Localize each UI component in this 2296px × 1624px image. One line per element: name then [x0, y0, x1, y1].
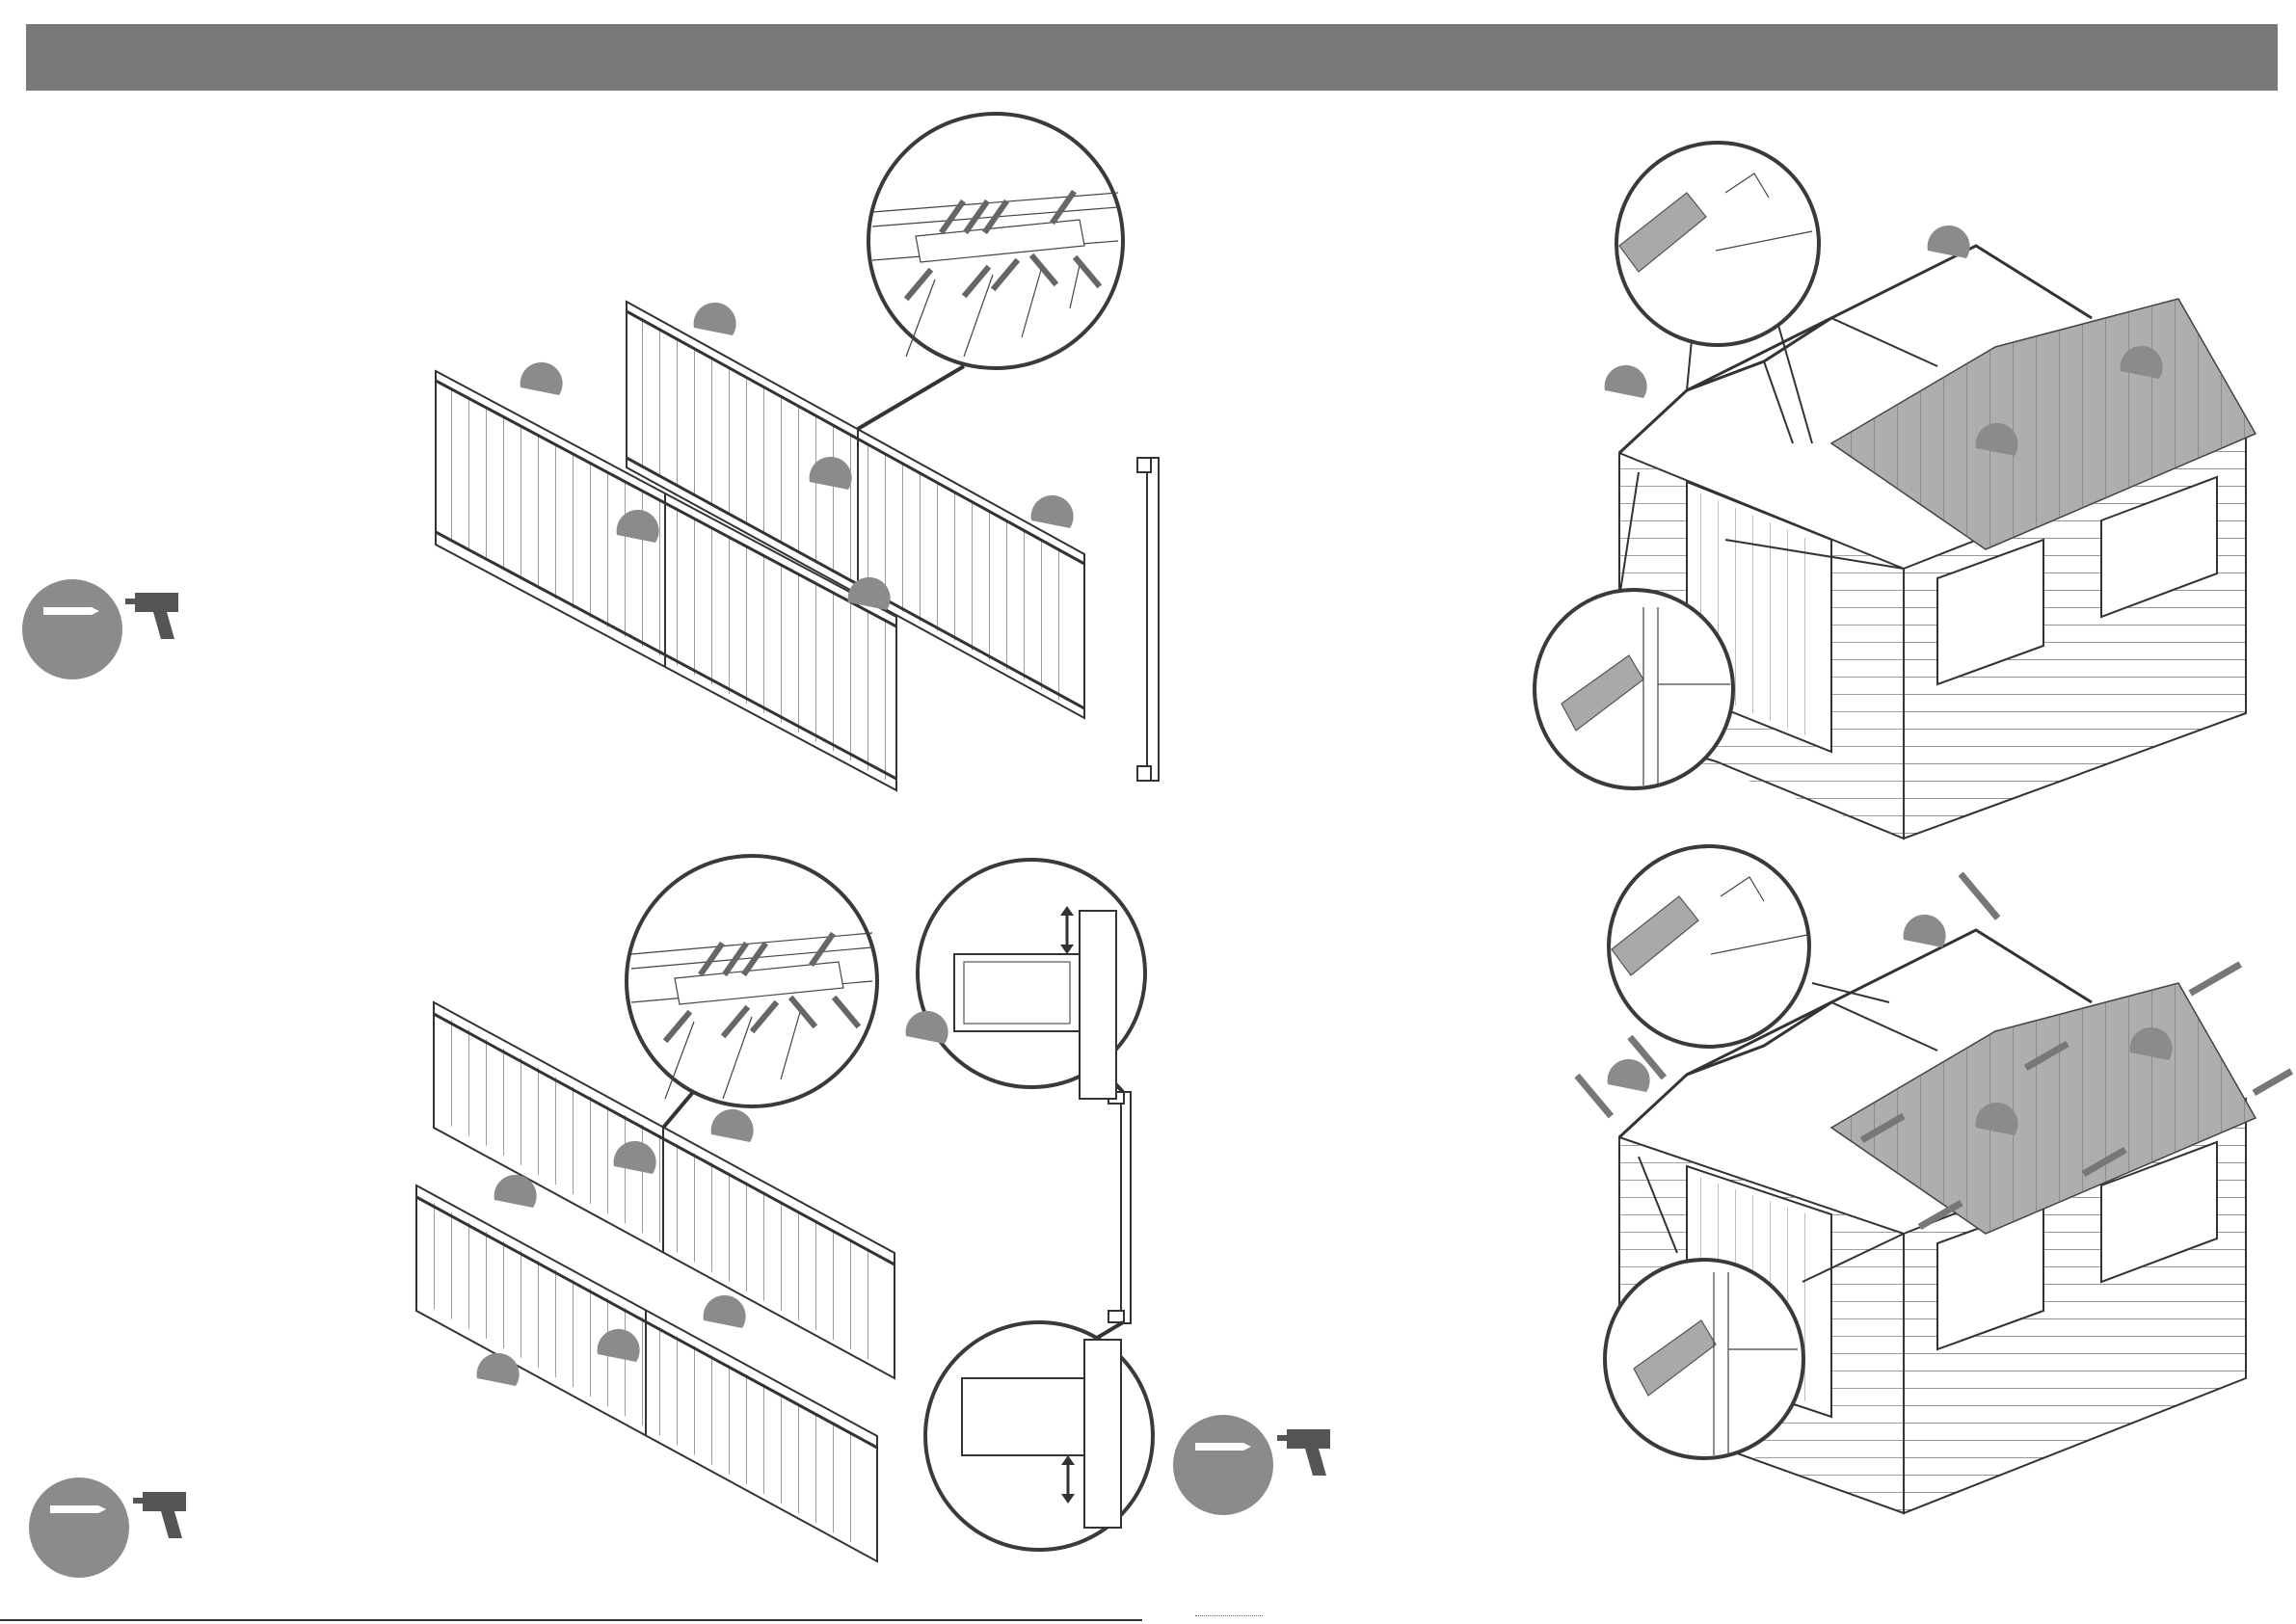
screw-badge	[1173, 1415, 1273, 1515]
callout-marker	[1904, 915, 1946, 947]
frame-post	[1108, 1092, 1131, 1323]
callout-marker	[1605, 365, 1647, 398]
step-bottom-left	[29, 856, 1330, 1578]
callout-marker	[521, 362, 563, 395]
drill-icon	[1277, 1429, 1330, 1476]
step-bottom-right	[1574, 846, 2293, 1513]
callout-marker	[704, 1295, 746, 1328]
screw-icon	[1195, 1443, 1251, 1451]
zoom-detail-joint	[627, 856, 877, 1128]
page-footer-mark	[1195, 1615, 1263, 1619]
drill-icon	[133, 1492, 186, 1538]
zoom-detail-bottom-gap	[925, 1322, 1153, 1550]
callout-marker	[711, 1109, 754, 1142]
bottom-rule	[0, 1619, 1142, 1621]
screw-icon	[2189, 961, 2242, 996]
screw-icon	[43, 607, 99, 615]
zoom-detail-roof-edge	[1616, 143, 1819, 443]
frame-post	[1137, 458, 1159, 781]
drill-icon	[125, 593, 178, 639]
zoom-detail-roof-edge	[1609, 846, 1889, 1047]
step-top-right	[1535, 143, 2256, 839]
callout-marker	[1031, 495, 1074, 528]
step-top-left	[22, 114, 1159, 790]
screw-badge	[22, 579, 122, 679]
zoom-detail-top-gap	[918, 860, 1145, 1099]
callout-marker	[694, 303, 736, 335]
callout-marker	[1928, 226, 1970, 258]
screw-icon	[1958, 871, 2000, 919]
zoom-detail-joint	[858, 114, 1123, 429]
screw-icon	[2253, 1068, 2293, 1096]
screw-badge	[29, 1478, 129, 1578]
callout-marker	[1608, 1059, 1650, 1092]
screw-icon	[50, 1505, 106, 1513]
